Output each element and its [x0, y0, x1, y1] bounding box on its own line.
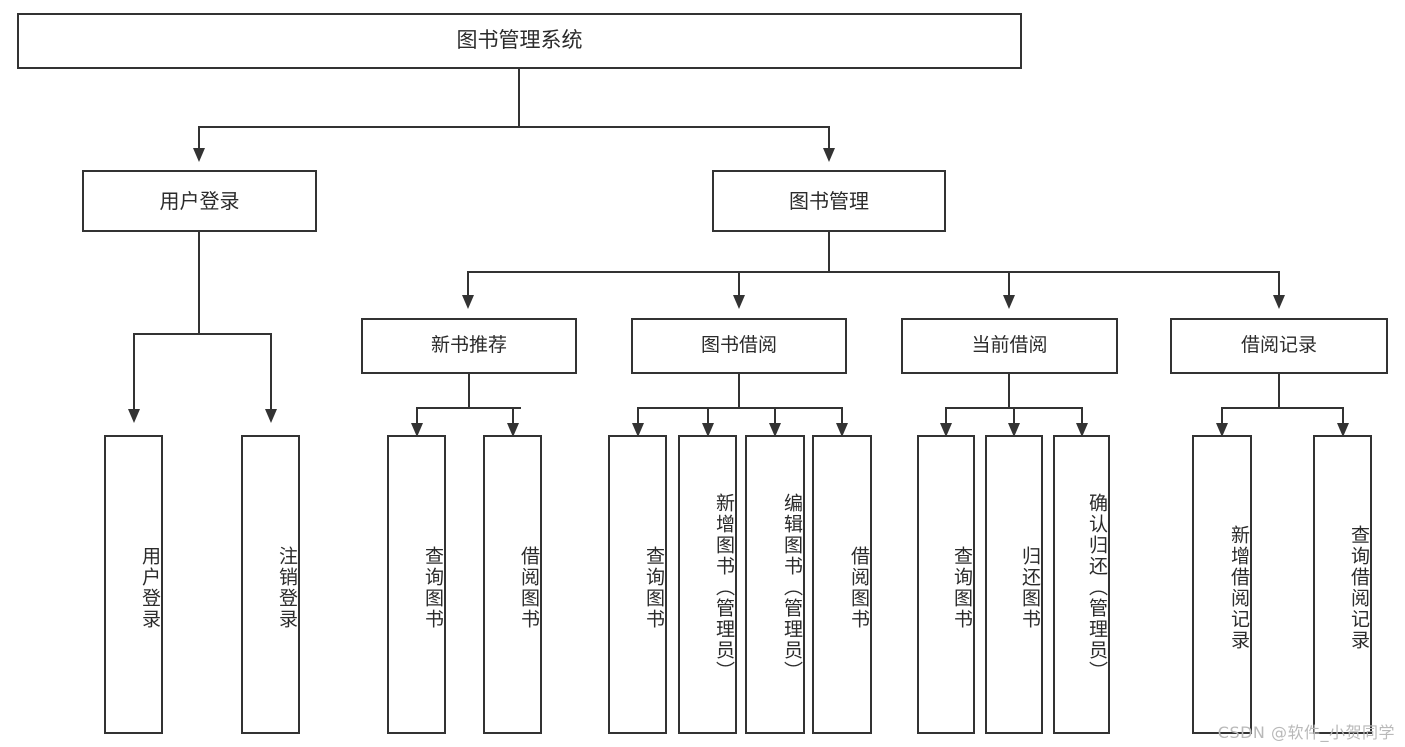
edge-borrow-record-to-leaf-1 [1221, 407, 1223, 425]
edge-borrow-record-stem [1278, 374, 1280, 408]
arrowhead-book-borrow-leaf-3 [769, 423, 781, 437]
leaf-borrow-borrow-book[interactable]: 借阅图书 [812, 435, 872, 734]
arrowhead-user-login [193, 148, 205, 162]
node-label: 图书管理系统 [456, 28, 583, 53]
node-book-management[interactable]: 图书管理 [712, 170, 946, 232]
node-label: 查询图书 [951, 545, 973, 630]
node-label: 当前借阅 [971, 334, 1048, 357]
arrowhead-current-borrow-leaf-1 [940, 423, 952, 437]
edge-user-login-to-leaf-1 [133, 333, 135, 411]
leaf-record-query-record[interactable]: 查询借阅记录 [1313, 435, 1372, 734]
leaf-record-add-record[interactable]: 新增借阅记录 [1192, 435, 1252, 734]
edge-book-mgmt-stem [828, 232, 830, 272]
arrowhead-current-borrow [1003, 295, 1015, 309]
arrowhead-book-borrow-leaf-4 [836, 423, 848, 437]
node-root-system[interactable]: 图书管理系统 [17, 13, 1022, 69]
node-label: 归还图书 [1019, 545, 1041, 630]
leaf-new-book-borrow-book[interactable]: 借阅图书 [483, 435, 542, 734]
edge-book-borrow-stem [738, 374, 740, 408]
edge-current-borrow-to-leaf-2 [1013, 407, 1015, 425]
edge-borrow-record-to-leaf-2 [1342, 407, 1344, 425]
node-user-login[interactable]: 用户登录 [82, 170, 317, 232]
leaf-borrow-add-book-admin[interactable]: 新增图书（管理员） [678, 435, 737, 734]
node-new-book-recommend[interactable]: 新书推荐 [361, 318, 577, 374]
leaf-borrow-query-book[interactable]: 查询图书 [608, 435, 667, 734]
arrowhead-book-borrow-leaf-2 [702, 423, 714, 437]
node-label: 新书推荐 [430, 334, 507, 357]
edge-user-login-to-leaf-2 [270, 333, 272, 411]
arrowhead-current-borrow-leaf-3 [1076, 423, 1088, 437]
node-label: 查询借阅记录 [1348, 524, 1370, 651]
edge-user-login-bus [133, 333, 272, 335]
leaf-logout[interactable]: 注销登录 [241, 435, 300, 734]
edge-book-borrow-to-leaf-3 [774, 407, 776, 425]
node-label: 新增图书（管理员） [713, 493, 735, 682]
node-label: 图书借阅 [700, 334, 777, 357]
node-label: 借阅图书 [518, 545, 540, 630]
leaf-borrow-edit-book-admin[interactable]: 编辑图书（管理员） [745, 435, 805, 734]
edge-root-bus [198, 126, 830, 128]
node-borrow-record[interactable]: 借阅记录 [1170, 318, 1388, 374]
edge-root-to-book-mgmt [828, 126, 830, 150]
arrowhead-book-mgmt [823, 148, 835, 162]
node-current-borrow[interactable]: 当前借阅 [901, 318, 1118, 374]
arrowhead-new-book-leaf-2 [507, 423, 519, 437]
node-label: 借阅图书 [848, 545, 870, 630]
arrowhead-borrow-record-leaf-2 [1337, 423, 1349, 437]
arrowhead-book-borrow-leaf-1 [632, 423, 644, 437]
edge-root-to-user-login [198, 126, 200, 150]
node-label: 查询图书 [643, 545, 665, 630]
edge-user-login-stem [198, 232, 200, 334]
node-label: 用户登录 [159, 188, 240, 213]
arrowhead-leaf-logout [265, 409, 277, 423]
leaf-current-query-book[interactable]: 查询图书 [917, 435, 975, 734]
edge-new-book-bus [416, 407, 521, 409]
edge-book-borrow-bus [637, 407, 841, 409]
edge-new-book-stem [468, 374, 470, 408]
node-label: 借阅记录 [1240, 334, 1317, 357]
node-label: 编辑图书（管理员） [781, 493, 803, 682]
edge-current-borrow-stem [1008, 374, 1010, 408]
edge-current-borrow-to-leaf-1 [945, 407, 947, 425]
arrowhead-new-book [462, 295, 474, 309]
edge-book-borrow-to-leaf-1 [637, 407, 639, 425]
arrowhead-borrow-record-leaf-1 [1216, 423, 1228, 437]
arrowhead-new-book-leaf-1 [411, 423, 423, 437]
edge-new-book-to-leaf-1 [416, 407, 418, 425]
arrowhead-book-borrow [733, 295, 745, 309]
edge-book-mgmt-to-new-book [467, 271, 469, 297]
leaf-user-login[interactable]: 用户登录 [104, 435, 163, 734]
arrowhead-leaf-user-login [128, 409, 140, 423]
edge-borrow-record-bus [1221, 407, 1343, 409]
leaf-current-return-book[interactable]: 归还图书 [985, 435, 1043, 734]
edge-book-mgmt-to-book-borrow [738, 271, 740, 297]
node-label: 图书管理 [789, 188, 869, 213]
node-label: 查询图书 [422, 545, 444, 630]
edge-current-borrow-to-leaf-3 [1081, 407, 1083, 425]
edge-book-borrow-to-leaf-4 [841, 407, 843, 425]
leaf-new-book-query-book[interactable]: 查询图书 [387, 435, 446, 734]
node-label: 确认归还（管理员） [1086, 493, 1108, 682]
node-label: 新增借阅记录 [1228, 524, 1250, 651]
leaf-current-confirm-return-admin[interactable]: 确认归还（管理员） [1053, 435, 1110, 734]
arrowhead-current-borrow-leaf-2 [1008, 423, 1020, 437]
edge-book-mgmt-to-current-borrow [1008, 271, 1010, 297]
edge-root-stem [518, 69, 520, 127]
edge-book-mgmt-bus [467, 271, 1279, 273]
node-book-borrow[interactable]: 图书借阅 [631, 318, 847, 374]
edge-book-mgmt-to-borrow-record [1278, 271, 1280, 297]
edge-book-borrow-to-leaf-2 [707, 407, 709, 425]
edge-new-book-to-leaf-2 [512, 407, 514, 425]
arrowhead-borrow-record [1273, 295, 1285, 309]
node-label: 用户登录 [139, 545, 161, 630]
node-label: 注销登录 [276, 545, 298, 630]
